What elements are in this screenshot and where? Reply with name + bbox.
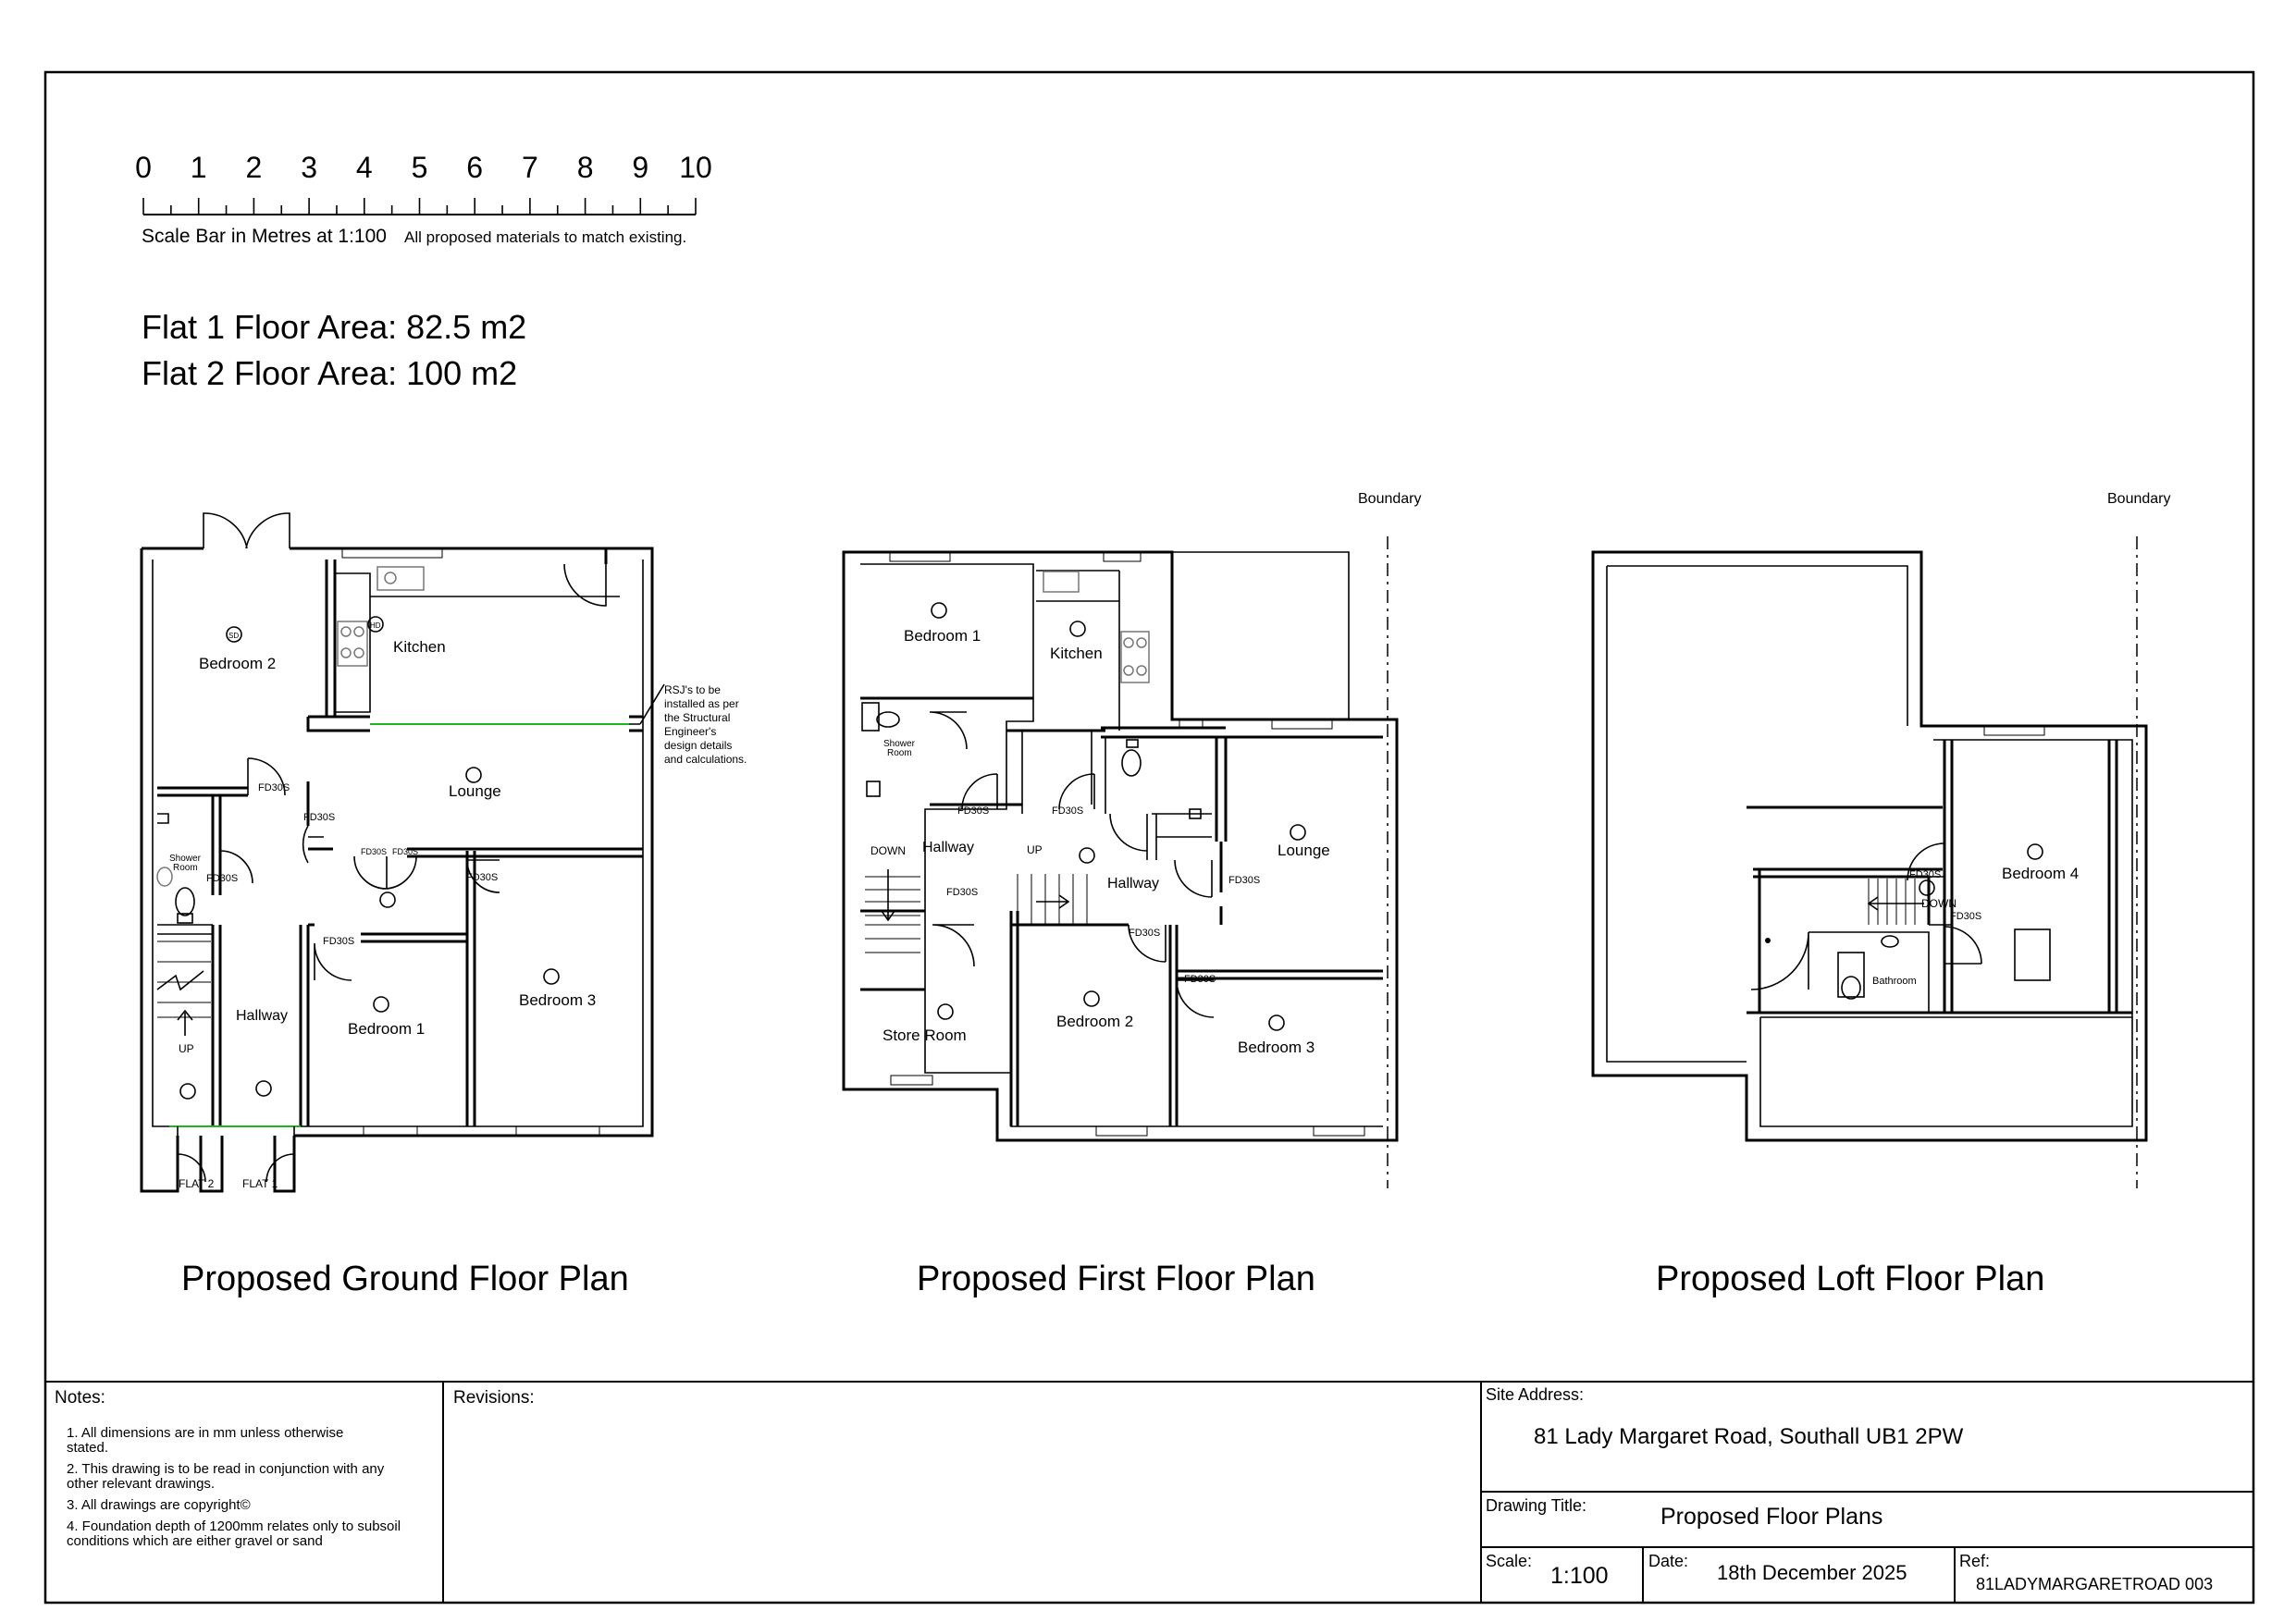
scale-bar-ticks bbox=[142, 198, 697, 215]
drawing-title-value: Proposed Floor Plans bbox=[1660, 1504, 1882, 1530]
rsj-note-line: RSJ's to be bbox=[664, 683, 721, 696]
loft-floor-title: Proposed Loft Floor Plan bbox=[1656, 1260, 2044, 1298]
gf-fd-4: FD30S bbox=[361, 847, 387, 856]
ground-floor-title: Proposed Ground Floor Plan bbox=[181, 1260, 629, 1298]
gf-shower-label-1: Shower bbox=[169, 854, 202, 864]
rsj-note-line: the Structural bbox=[664, 711, 730, 724]
note-line: other relevant drawings. bbox=[67, 1476, 215, 1492]
flat1-floor-area: Flat 1 Floor Area: 82.5 m2 bbox=[142, 308, 526, 346]
sheet-border bbox=[43, 70, 2255, 1605]
gf-bedroom1-label: Bedroom 1 bbox=[348, 1020, 425, 1038]
scale-value: 1:100 bbox=[1550, 1563, 1609, 1589]
scale-label: Scale: bbox=[1486, 1552, 1532, 1570]
scale-bar-label: 9 bbox=[632, 151, 648, 184]
gf-fd-6: FD30S bbox=[466, 872, 498, 883]
flat2-floor-area: Flat 2 Floor Area: 100 m2 bbox=[142, 354, 517, 392]
scale-bar-label: 6 bbox=[466, 151, 483, 184]
ff-hallway-left-label: Hallway bbox=[922, 840, 974, 855]
gf-fd-2: FD30S bbox=[303, 812, 335, 823]
gf-hallway-label: Hallway bbox=[236, 1008, 288, 1024]
notes-label: Notes: bbox=[55, 1388, 105, 1408]
scale-bar-label: 8 bbox=[577, 151, 594, 184]
lf-boundary-label: Boundary bbox=[2107, 491, 2171, 507]
ff-fd-6: FD30S bbox=[1184, 974, 1216, 985]
site-address-value: 81 Lady Margaret Road, Southall UB1 2PW bbox=[1534, 1424, 1964, 1449]
note-line: 1. All dimensions are in mm unless other… bbox=[67, 1425, 343, 1441]
scale-bar-label: 1 bbox=[191, 151, 207, 184]
ff-store-room-label: Store Room bbox=[883, 1027, 967, 1044]
gf-up-label: UP bbox=[179, 1042, 194, 1055]
ref-label: Ref: bbox=[1959, 1552, 1990, 1570]
rsj-note-line: Engineer's bbox=[664, 725, 716, 738]
rsj-note-line: installed as per bbox=[664, 697, 739, 710]
lf-fd-2: FD30S bbox=[1950, 911, 1981, 922]
scale-bar-labels: 0 1 2 3 4 5 6 7 8 9 10 bbox=[135, 151, 712, 184]
ff-fd-3: FD30S bbox=[946, 887, 978, 898]
scale-bar-label: 3 bbox=[301, 151, 317, 184]
site-address-label: Site Address: bbox=[1486, 1385, 1584, 1404]
ff-lounge-label: Lounge bbox=[1278, 842, 1330, 859]
scale-bar-caption: Scale Bar in Metres at 1:100 bbox=[142, 226, 387, 247]
ff-bedroom3-label: Bedroom 3 bbox=[1238, 1039, 1315, 1056]
notes-list: 1. All dimensions are in mm unless other… bbox=[67, 1425, 401, 1549]
gf-fd-3: FD30S bbox=[206, 873, 238, 884]
ff-down-label: DOWN bbox=[870, 844, 906, 857]
note-line: 3. All drawings are copyright© bbox=[67, 1497, 251, 1513]
title-block: Notes: 1. All dimensions are in mm unles… bbox=[45, 1381, 2253, 1603]
gf-sd-1: SD bbox=[228, 632, 239, 640]
lf-bedroom4-label: Bedroom 4 bbox=[2002, 865, 2079, 882]
scale-bar-label: 2 bbox=[246, 151, 263, 184]
rsj-note-line: design details bbox=[664, 739, 732, 752]
ff-shower-label-2: Room bbox=[887, 748, 912, 758]
ref-value: 81LADYMARGARETROAD 003 bbox=[1976, 1575, 2213, 1593]
gf-fd-1: FD30S bbox=[258, 782, 290, 793]
scale-bar-label: 0 bbox=[135, 151, 152, 184]
ff-bedroom2-label: Bedroom 2 bbox=[1056, 1013, 1133, 1030]
lf-bathroom-label: Bathroom bbox=[1872, 976, 1917, 987]
lf-fd-1: FD30S bbox=[1909, 869, 1941, 880]
revisions-label: Revisions: bbox=[453, 1388, 535, 1408]
note-line: conditions which are either gravel or sa… bbox=[67, 1533, 323, 1549]
gf-kitchen-label: Kitchen bbox=[393, 638, 446, 656]
gf-lounge-label: Lounge bbox=[449, 782, 501, 800]
gf-fd-5: FD30S bbox=[392, 847, 418, 856]
ff-fd-1: FD30S bbox=[957, 805, 989, 817]
gf-flat1-label: FLAT 1 bbox=[242, 1177, 278, 1190]
gf-hd: HD bbox=[370, 621, 381, 630]
ff-boundary-label: Boundary bbox=[1358, 491, 1422, 507]
gf-bedroom3-label: Bedroom 3 bbox=[519, 991, 596, 1009]
first-floor-plan: Boundary Bedroom 1 Kitchen Shower Room H… bbox=[842, 491, 1422, 1298]
ff-kitchen-label: Kitchen bbox=[1050, 645, 1103, 662]
gf-fd-7: FD30S bbox=[323, 936, 354, 947]
scale-bar-label: 10 bbox=[679, 151, 712, 184]
gf-bedroom2-label: Bedroom 2 bbox=[199, 655, 276, 672]
ff-up-label: UP bbox=[1027, 843, 1043, 856]
ff-fd-4: FD30S bbox=[1228, 875, 1260, 886]
ff-shower-label-1: Shower bbox=[883, 739, 916, 749]
rsj-note-line: and calculations. bbox=[664, 753, 747, 766]
first-floor-title: Proposed First Floor Plan bbox=[917, 1260, 1315, 1298]
date-value: 18th December 2025 bbox=[1717, 1561, 1907, 1584]
ff-fd-2: FD30S bbox=[1052, 805, 1083, 817]
scale-bar-label: 5 bbox=[412, 151, 428, 184]
scale-bar: 0 1 2 3 4 5 6 7 8 9 10 Scale Bar in Metres at 1:10… bbox=[135, 151, 712, 247]
gf-flat2-label: FLAT 2 bbox=[179, 1177, 215, 1190]
scale-bar-label: 4 bbox=[356, 151, 373, 184]
date-label: Date: bbox=[1648, 1552, 1688, 1570]
note-line: 4. Foundation depth of 1200mm relates on… bbox=[67, 1518, 401, 1534]
lf-down-label: DOWN bbox=[1921, 897, 1957, 910]
note-line: 2. This drawing is to be read in conjunc… bbox=[67, 1461, 385, 1477]
ff-bedroom1-label: Bedroom 1 bbox=[904, 627, 981, 645]
ground-floor-plan: Bedroom 2 Kitchen Lounge Hallway Bedroom… bbox=[140, 512, 747, 1298]
materials-note: All proposed materials to match existing… bbox=[404, 228, 686, 246]
loft-floor-plan: Boundary Bedroom 4 DOWN Bathroom FD30S F… bbox=[1591, 491, 2171, 1298]
note-line: stated. bbox=[67, 1440, 108, 1456]
drawing-title-label: Drawing Title: bbox=[1486, 1496, 1586, 1515]
scale-bar-label: 7 bbox=[522, 151, 538, 184]
ff-fd-5: FD30S bbox=[1129, 928, 1160, 939]
ff-hallway-right-label: Hallway bbox=[1107, 876, 1159, 891]
gf-shower-label-2: Room bbox=[173, 863, 198, 873]
